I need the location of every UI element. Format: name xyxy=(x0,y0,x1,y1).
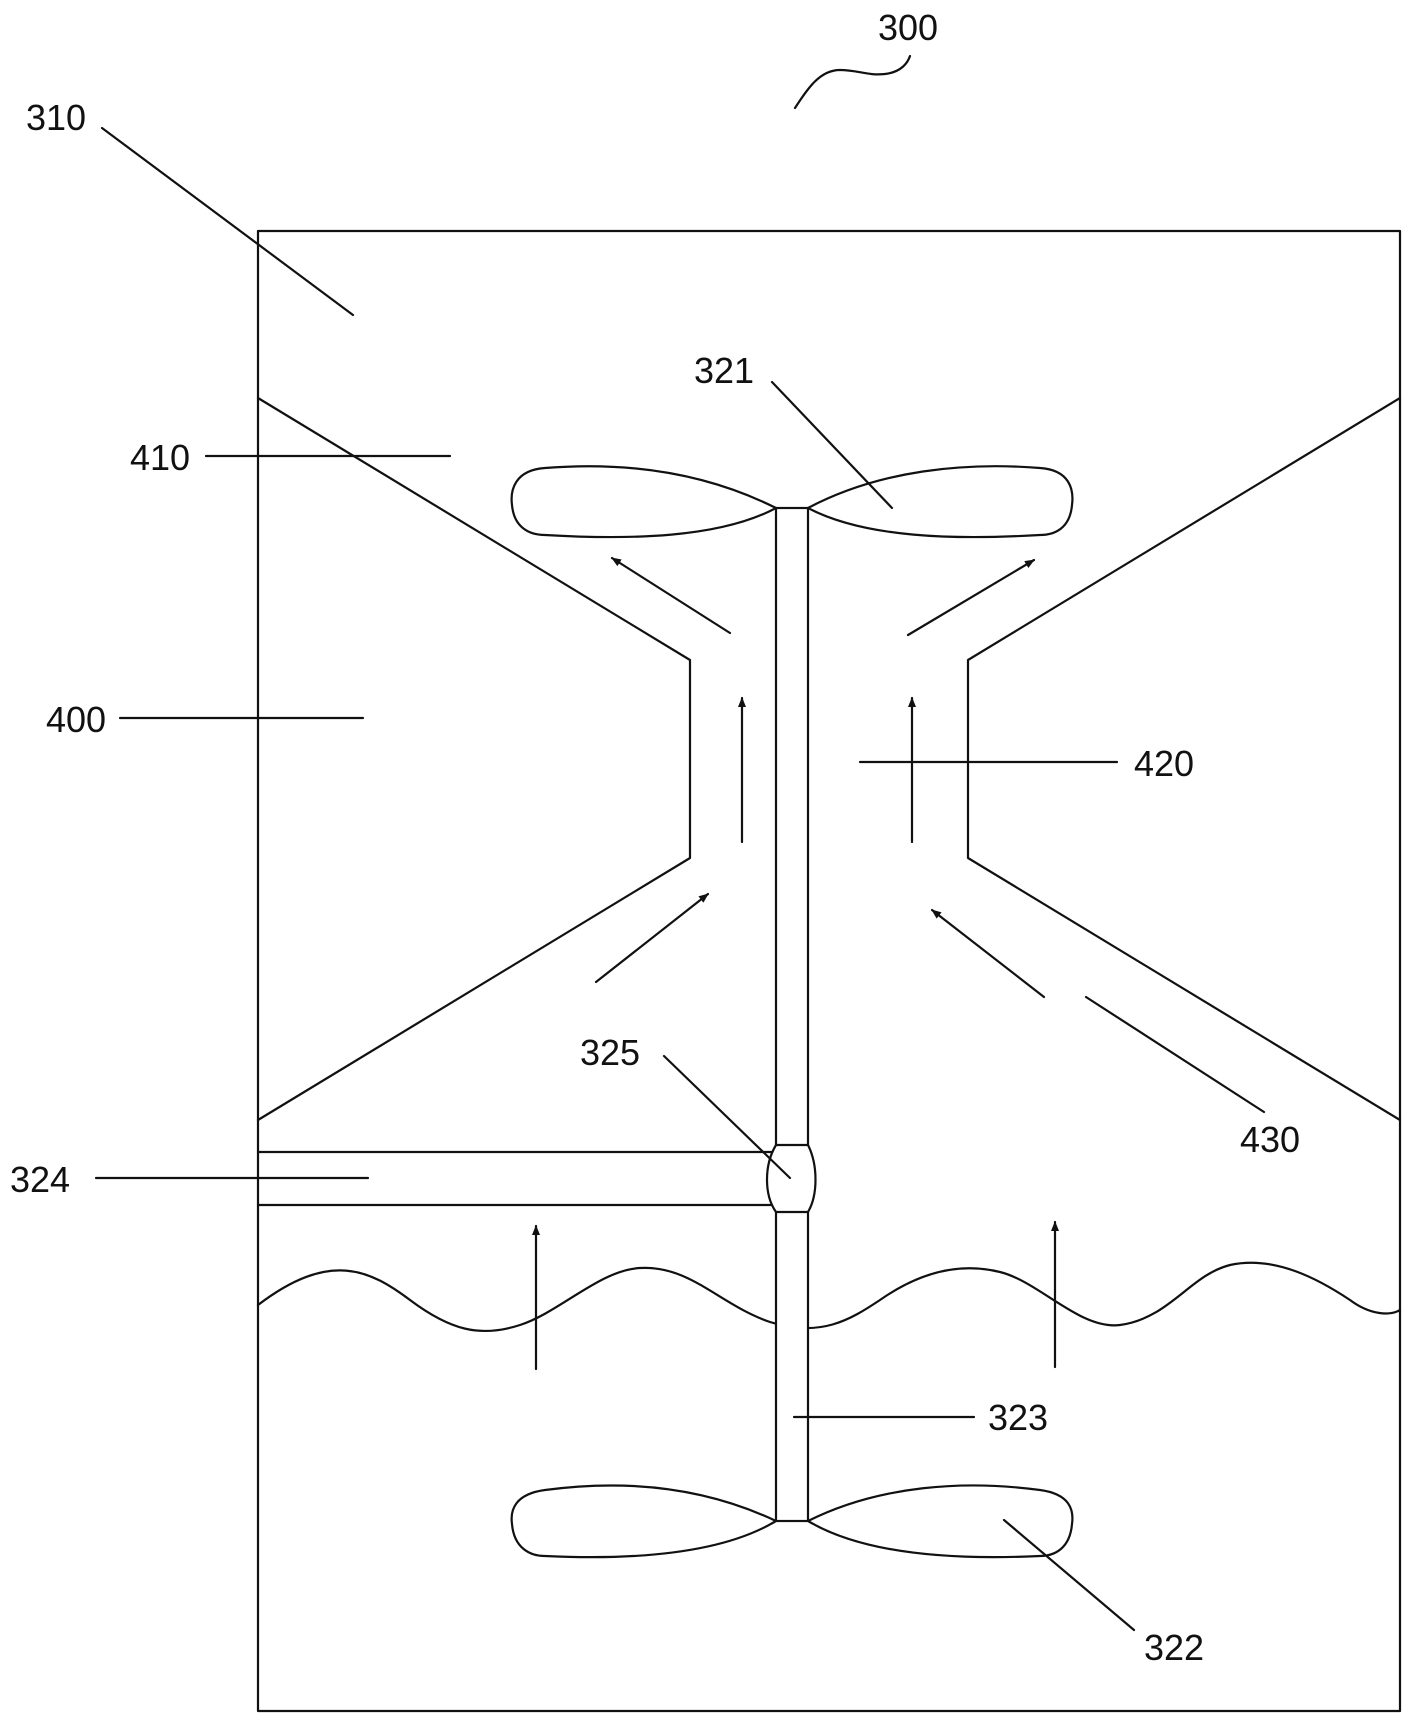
flow-arrow xyxy=(906,558,1036,637)
liquid-surface xyxy=(256,1261,1402,1333)
label-400: 400 xyxy=(46,699,106,740)
leader-300 xyxy=(793,54,912,110)
label-321: 321 xyxy=(694,350,754,391)
upper-impeller-321-right-blade xyxy=(805,465,1074,539)
label-410: 410 xyxy=(130,437,190,478)
label-310: 310 xyxy=(26,97,86,138)
shaft-323 xyxy=(774,506,810,1523)
flow-arrow xyxy=(930,908,1046,999)
guide-shell-right xyxy=(966,396,1402,1122)
leader-325 xyxy=(662,1054,792,1180)
lower-impeller-322-left-blade xyxy=(510,1484,779,1559)
label-322: 322 xyxy=(1144,1627,1204,1668)
tank-outline-310 xyxy=(256,229,1402,1713)
leader-321 xyxy=(770,380,894,510)
label-430: 430 xyxy=(1240,1119,1300,1160)
label-324: 324 xyxy=(10,1159,70,1200)
label-420: 420 xyxy=(1134,743,1194,784)
flow-arrow xyxy=(610,556,732,635)
upper-impeller-321-left-blade xyxy=(510,465,779,539)
leader-310 xyxy=(100,126,355,317)
label-325: 325 xyxy=(580,1032,640,1073)
guide-shell-left xyxy=(256,396,692,1122)
lower-impeller-322-right-blade xyxy=(805,1484,1074,1559)
label-323: 323 xyxy=(988,1397,1048,1438)
leader-322 xyxy=(1002,1518,1136,1632)
label-300: 300 xyxy=(878,7,938,48)
leader-430 xyxy=(1084,995,1266,1114)
flow-arrows xyxy=(532,556,1059,1371)
flow-arrow xyxy=(594,892,710,984)
coupling-325 xyxy=(766,1143,817,1214)
